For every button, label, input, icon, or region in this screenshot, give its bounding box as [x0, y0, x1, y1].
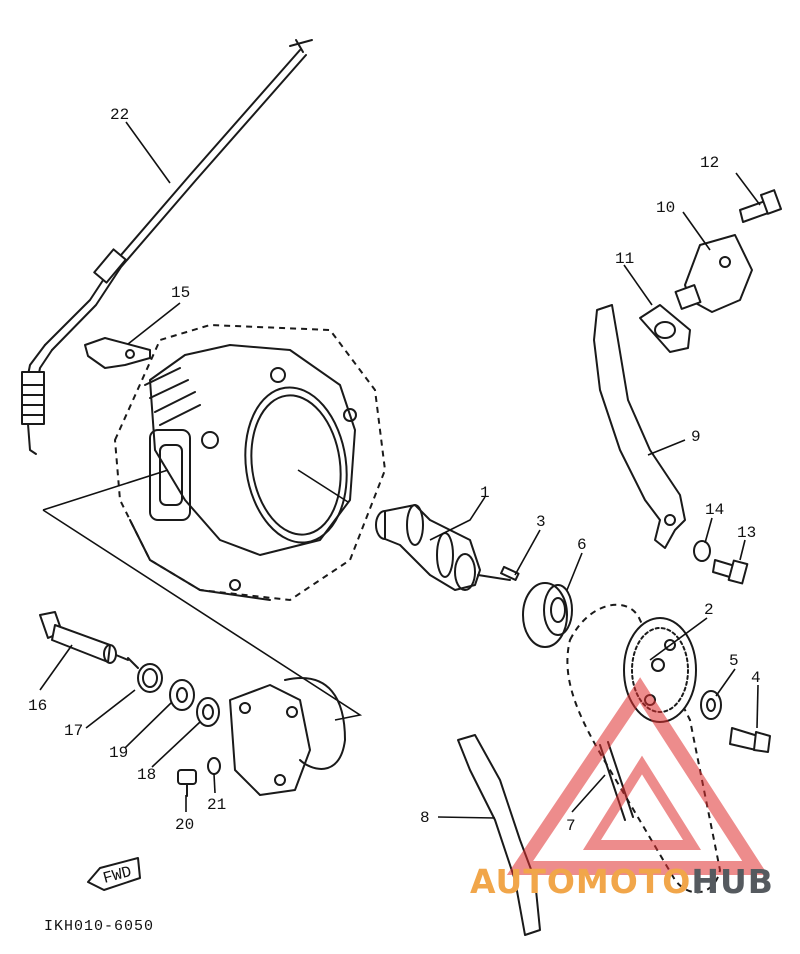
- callout-14: 14: [705, 501, 724, 519]
- callout-1: 1: [480, 484, 490, 502]
- part-6-plate: [522, 582, 573, 648]
- callout-16: 16: [28, 697, 47, 715]
- watermark-logo-icon: [506, 677, 768, 875]
- callout-5: 5: [729, 652, 739, 670]
- callout-2: 2: [704, 601, 714, 619]
- part-13-bolt: [712, 559, 749, 585]
- part-1-camshaft: [375, 504, 511, 591]
- callout-10: 10: [656, 199, 675, 217]
- group-boundary-line: [42, 469, 363, 721]
- callout-6: 6: [577, 536, 587, 554]
- callout-9: 9: [691, 428, 701, 446]
- part-5-washer: [700, 690, 722, 720]
- callout-11: 11: [615, 250, 634, 268]
- callouts: 1 2 3 4 5 6 7 8 9 10 11 12 13 14 15 16 1…: [28, 106, 761, 835]
- watermark-part1: AUTOMOTO: [470, 862, 692, 901]
- watermark-text: AUTOMOTOHUB: [470, 862, 774, 901]
- part-4-bolt: [729, 727, 771, 753]
- fwd-arrow-icon: FWD: [87, 857, 141, 891]
- callout-3: 3: [536, 513, 546, 531]
- callout-21: 21: [207, 796, 226, 814]
- part-15-bracket: [84, 337, 151, 369]
- part-8-guide: [457, 734, 541, 936]
- callout-12: 12: [700, 154, 719, 172]
- side-cover: [229, 677, 346, 796]
- part-17-spring: [127, 657, 163, 693]
- callout-7: 7: [566, 817, 576, 835]
- part-22-cable: [21, 39, 313, 455]
- part-14-washer: [693, 540, 711, 562]
- part-20-screw: [177, 769, 197, 797]
- callout-13: 13: [737, 524, 756, 542]
- watermark-part2: HUB: [691, 862, 774, 901]
- callout-18: 18: [137, 766, 156, 784]
- part-16-shaft: [39, 611, 129, 664]
- leader-lines: [39, 121, 761, 819]
- part-11-gasket: [639, 304, 691, 353]
- callout-15: 15: [171, 284, 190, 302]
- callout-4: 4: [751, 669, 761, 687]
- part-19-washer: [169, 679, 195, 711]
- part-21-washer: [207, 757, 221, 775]
- callout-20: 20: [175, 816, 194, 834]
- diagram-code: IKH010-6050: [44, 918, 155, 935]
- part-9-guide: [593, 304, 686, 549]
- callout-19: 19: [109, 744, 128, 762]
- callout-22: 22: [110, 106, 129, 124]
- callout-8: 8: [420, 809, 430, 827]
- part-3-pin: [500, 565, 520, 582]
- part-18-seal: [196, 697, 220, 727]
- part-12-bolt: [739, 189, 782, 223]
- part-10-tensioner: [674, 234, 753, 313]
- cylinder-head: [113, 323, 387, 602]
- callout-17: 17: [64, 722, 83, 740]
